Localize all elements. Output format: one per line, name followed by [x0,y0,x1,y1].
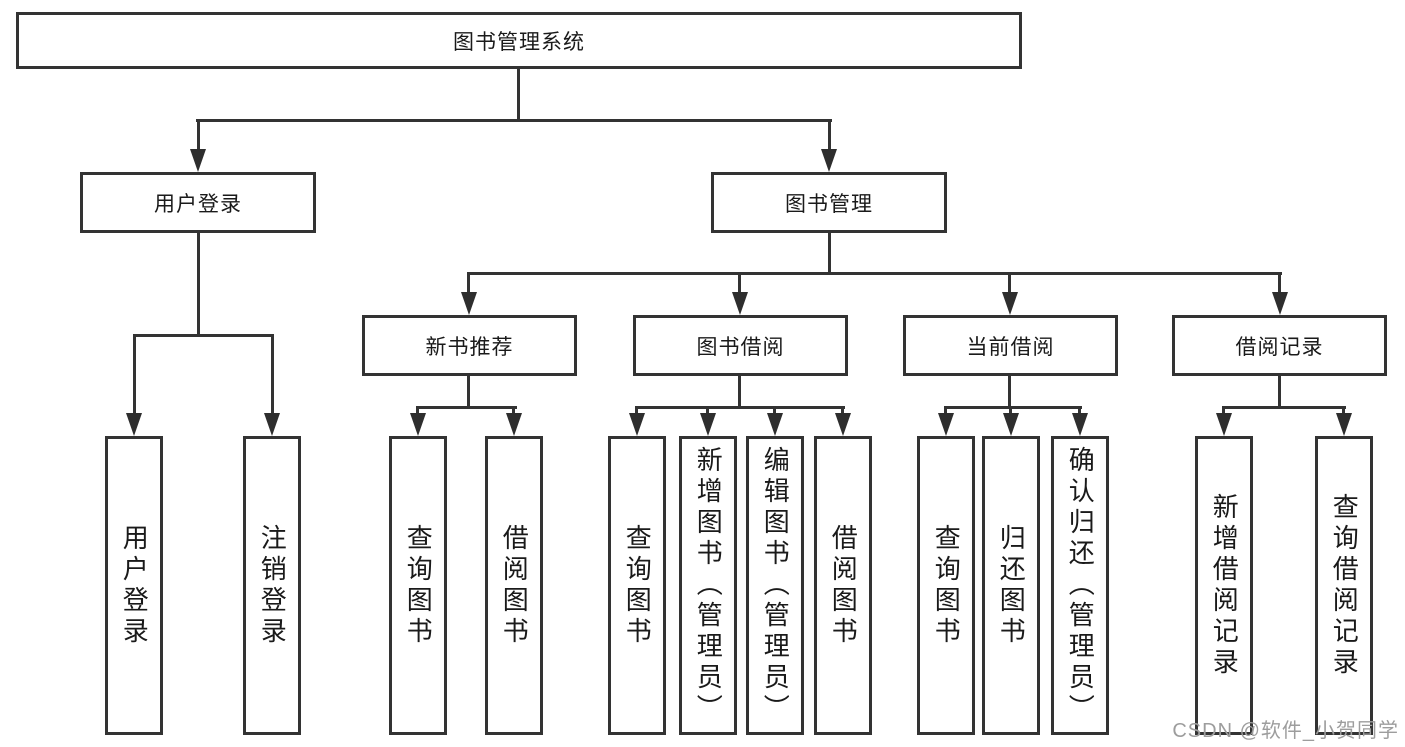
connector-line [467,272,470,297]
arrow-down-icon [629,413,645,436]
connector-line [1009,406,1012,418]
arrow-down-icon [1216,413,1232,436]
leaf-add-books-admin: 新增图书（管理员） [679,436,737,735]
connector-line [828,119,831,155]
arrow-down-icon [835,413,851,436]
leaf-label: 查询借阅记录 [1329,492,1360,679]
leaf-label: 查询图书 [403,523,434,648]
node-library-system: 图书管理系统 [16,12,1022,69]
arrow-down-icon [1003,413,1019,436]
leaf-logout: 注销登录 [243,436,301,735]
leaf-label: 归还图书 [996,523,1027,648]
arrow-down-icon [126,413,142,436]
arrow-down-icon [190,149,206,172]
node-book-borrowing: 图书借阅 [633,315,848,376]
connector-line [944,406,947,418]
leaf-label: 查询图书 [622,523,653,648]
node-label: 图书管理 [785,192,873,216]
arrow-down-icon [732,292,748,315]
connector-line [1078,406,1081,418]
leaf-return-books: 归还图书 [982,436,1040,735]
connector-line [773,406,776,418]
connector-line [944,406,1082,409]
node-book-management: 图书管理 [711,172,947,233]
arrow-down-icon [461,292,477,315]
leaf-label: 用户登录 [119,523,150,648]
connector-line [738,272,741,297]
leaf-label: 借阅图书 [499,523,530,648]
leaf-label: 新增借阅记录 [1209,492,1240,679]
connector-line [1278,376,1281,409]
leaf-label: 借阅图书 [828,523,859,648]
arrow-down-icon [1272,292,1288,315]
leaf-label: 新增图书（管理员） [693,446,724,725]
csdn-watermark: CSDN @软件_小贺同学 [1172,720,1399,742]
connector-line [197,233,200,334]
node-label: 新书推荐 [425,335,514,359]
arrow-down-icon [506,413,522,436]
leaf-borrow-books: 借阅图书 [814,436,872,735]
leaf-label: 注销登录 [257,523,288,648]
arrow-down-icon [264,413,280,436]
node-label: 借阅记录 [1235,335,1324,359]
leaf-borrow-books: 借阅图书 [485,436,543,735]
node-user-login: 用户登录 [80,172,316,233]
leaf-label: 确认归还（管理员） [1065,446,1096,725]
arrow-down-icon [1002,292,1018,315]
connector-line [635,406,638,418]
leaf-query-books: 查询图书 [389,436,447,735]
connector-line [1008,376,1011,409]
connector-line [1342,406,1345,418]
leaf-query-borrow-record: 查询借阅记录 [1315,436,1373,735]
leaf-edit-books-admin: 编辑图书（管理员） [746,436,804,735]
connector-line [706,406,709,418]
connector-line [635,406,845,409]
connector-line [467,376,470,409]
connector-line [1222,406,1225,418]
leaf-query-books: 查询图书 [917,436,975,735]
node-current-borrowing: 当前借阅 [903,315,1118,376]
node-label: 用户登录 [154,192,242,216]
arrow-down-icon [938,413,954,436]
connector-line [512,406,515,418]
connector-line [416,406,517,409]
connector-line [133,334,136,416]
node-label: 图书借阅 [696,335,785,359]
node-borrow-records: 借阅记录 [1172,315,1387,376]
arrow-down-icon [1072,413,1088,436]
connector-line [1278,272,1281,297]
arrow-down-icon [700,413,716,436]
connector-line [841,406,844,418]
connector-line [738,376,741,409]
connector-line [271,334,274,416]
leaf-label: 编辑图书（管理员） [760,446,791,725]
node-new-book-recommend: 新书推荐 [362,315,577,376]
connector-line [197,119,200,155]
node-label: 当前借阅 [966,335,1055,359]
leaf-query-books: 查询图书 [608,436,666,735]
arrow-down-icon [767,413,783,436]
connector-line [517,69,520,120]
connector-line [416,406,419,418]
connector-line [467,272,1282,275]
leaf-label: 查询图书 [931,523,962,648]
arrow-down-icon [1336,413,1352,436]
leaf-user-login: 用户登录 [105,436,163,735]
connector-line [133,334,274,337]
node-label: 图书管理系统 [453,30,585,54]
connector-line [828,233,831,272]
arrow-down-icon [821,149,837,172]
leaf-confirm-return-admin: 确认归还（管理员） [1051,436,1109,735]
connector-line [196,119,832,122]
connector-line [1222,406,1346,409]
connector-line [1008,272,1011,297]
arrow-down-icon [410,413,426,436]
leaf-add-borrow-record: 新增借阅记录 [1195,436,1253,735]
